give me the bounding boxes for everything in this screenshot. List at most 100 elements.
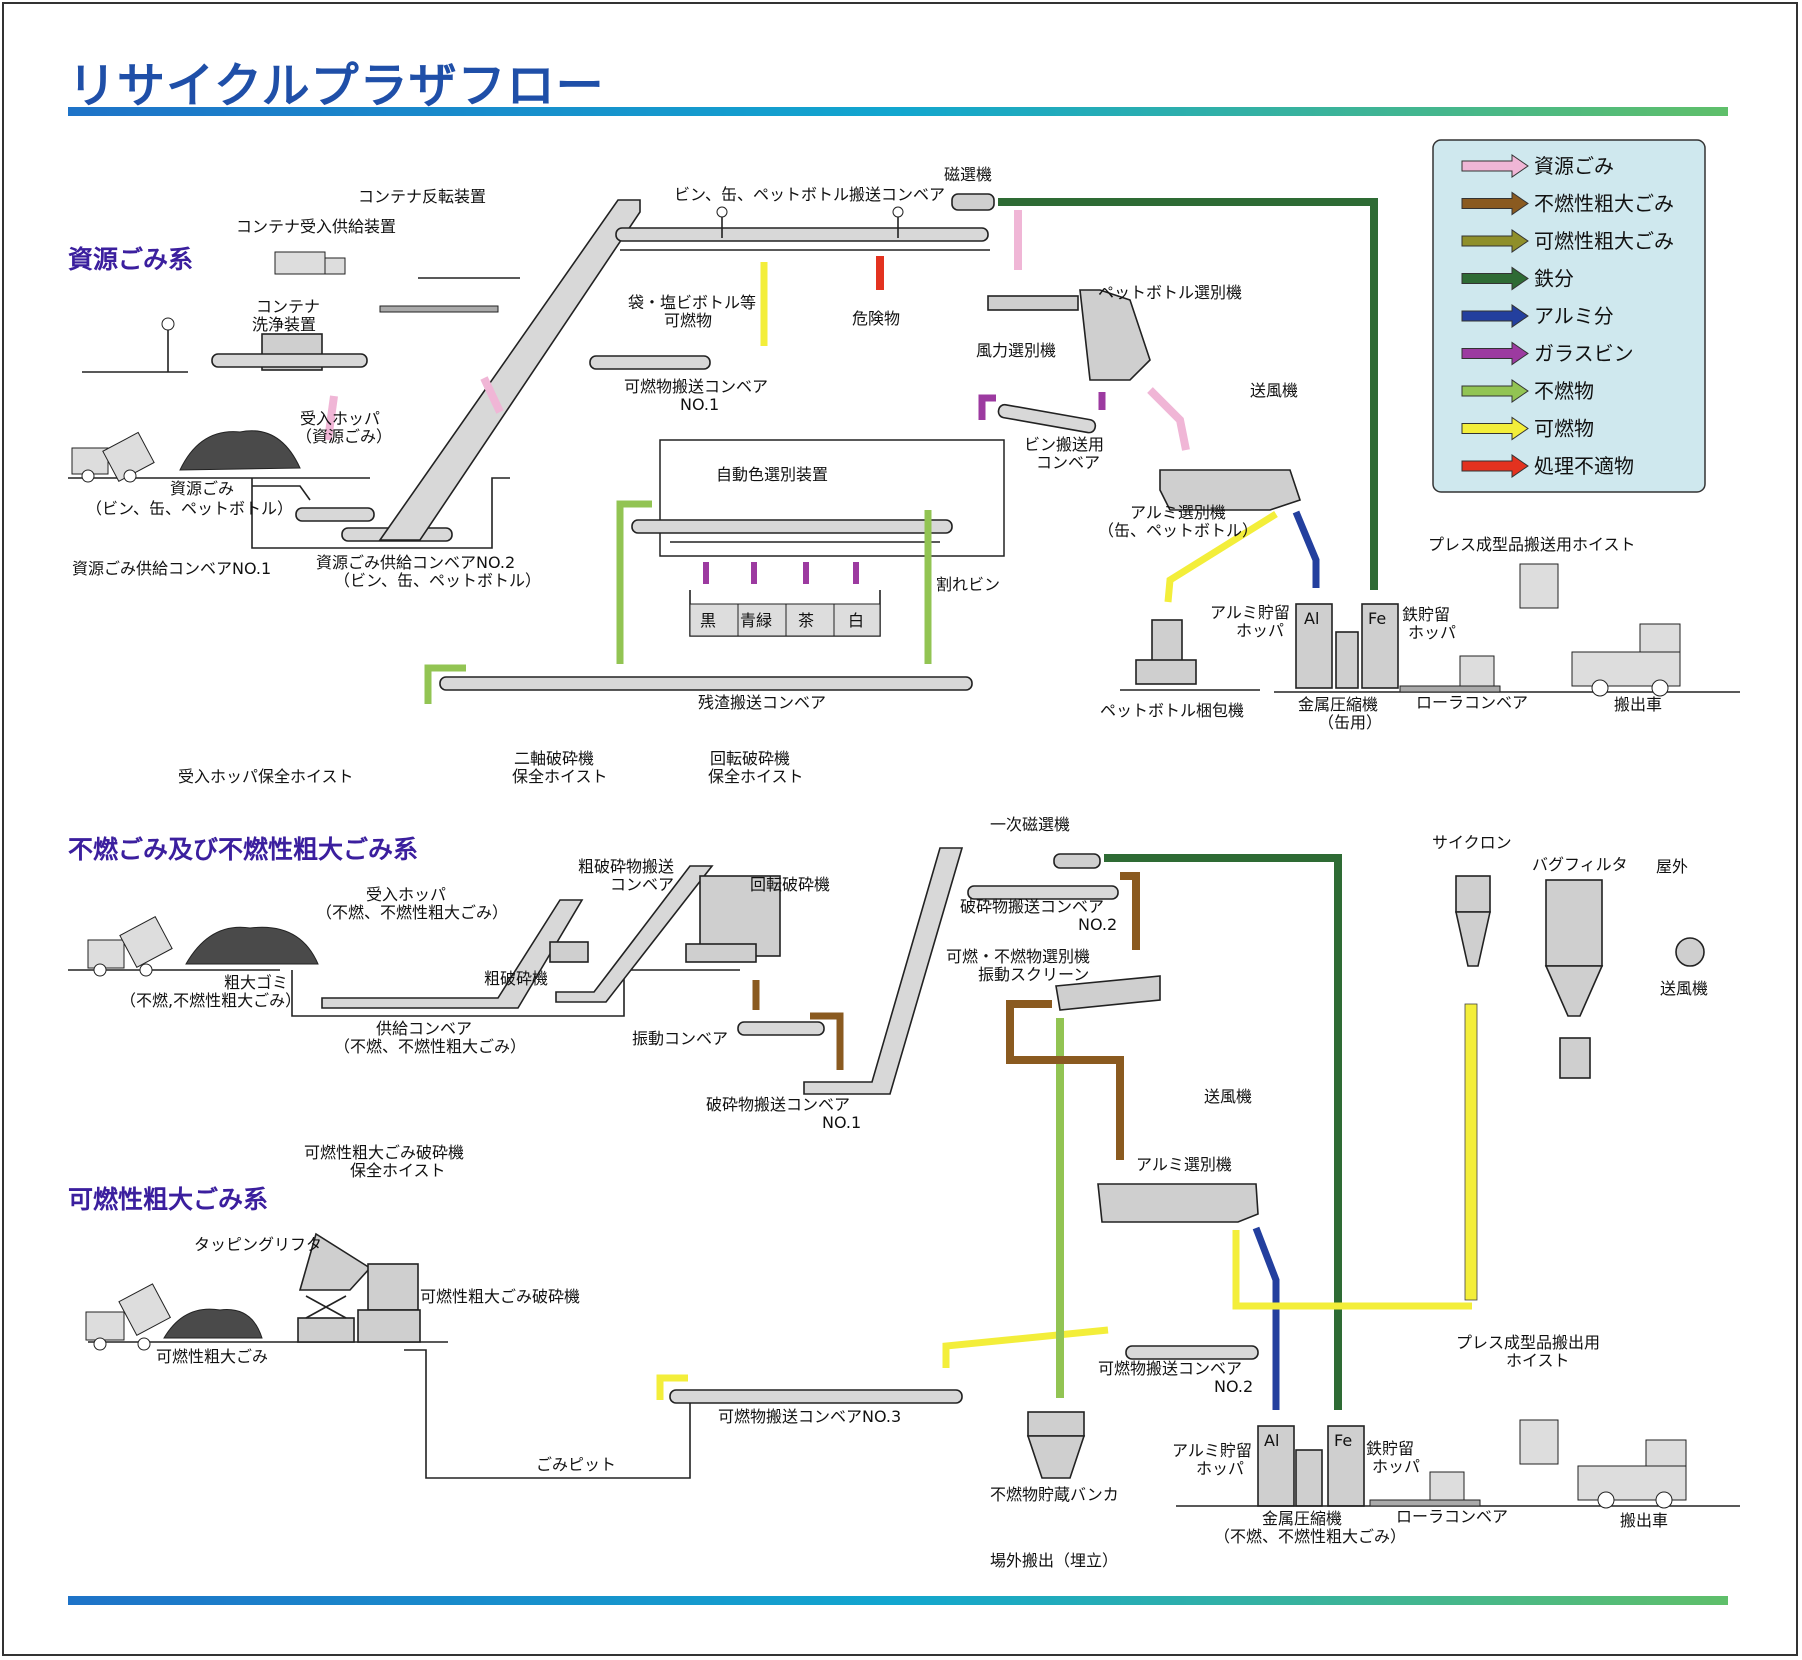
rotary-crusher xyxy=(685,875,781,963)
label-hopper-nb-2: （不燃、不燃性粗大ごみ） xyxy=(316,903,508,922)
label-alu-sorter1-1: アルミ選別機 xyxy=(1130,503,1226,522)
label-alu-hopper1-1: アルミ貯留 xyxy=(1210,603,1290,622)
label-roller1: ローラコンベア xyxy=(1416,693,1528,712)
label-comb-conv3: 可燃物搬送コンベアNO.3 xyxy=(718,1407,901,1426)
blower-2 xyxy=(1675,937,1705,967)
resource-conveyor-no1 xyxy=(295,507,375,522)
label-comb-crusher: 可燃性粗大ごみ破砕機 xyxy=(420,1287,580,1306)
label-hazard: 危険物 xyxy=(852,309,900,328)
label-res-waste-2: （ビン、缶、ペットボトル） xyxy=(86,499,293,518)
label-outdoor: 屋外 xyxy=(1656,857,1688,876)
label-pet-press: ペットボトル梱包機 xyxy=(1100,701,1244,720)
vibrating-conveyor xyxy=(737,1021,825,1036)
pet-sorter xyxy=(1079,289,1151,381)
label-truck-out-1: 搬出車 xyxy=(1614,695,1662,714)
label-bottle-conveyor: ビン、缶、ペットボトル搬送コンベア xyxy=(674,185,945,204)
legend-arrow-icon xyxy=(1461,454,1529,478)
residue-conveyor xyxy=(439,676,973,691)
label-res-conv2-2: （ビン、缶、ペットボトル） xyxy=(334,571,541,590)
label-coarse-conv-1: 粗破砕物搬送 xyxy=(578,857,674,876)
label-container-wash-2: 洗浄装置 xyxy=(252,315,316,334)
legend-arrow-icon xyxy=(1461,379,1529,403)
label-al-2: Al xyxy=(1264,1431,1279,1450)
legend-label: ガラスビン xyxy=(1534,342,1634,366)
label-truck-out-2: 搬出車 xyxy=(1620,1511,1668,1530)
label-glass-brown: 茶 xyxy=(798,611,814,630)
label-broken: 割れビン xyxy=(936,575,1000,594)
label-landfill: 場外搬出（埋立） xyxy=(990,1551,1118,1570)
label-hoist-comb-2: 保全ホイスト xyxy=(350,1161,446,1180)
iron-flow-1 xyxy=(998,198,1378,590)
label-hopper-nb-1: 受入ホッパ xyxy=(366,885,446,904)
legend-arrow-icon xyxy=(1461,229,1529,253)
truck-out-1 xyxy=(1571,623,1681,697)
label-pet-sorter: ペットボトル選別機 xyxy=(1098,283,1242,302)
label-bottle-transport-2: コンベア xyxy=(1036,453,1100,472)
incline-conveyor xyxy=(378,199,641,541)
label-vib-conv: 振動コンベア xyxy=(632,1029,728,1048)
label-cyclone: サイクロン xyxy=(1432,833,1512,852)
label-bag-1: 袋・塩ビボトル等 xyxy=(628,293,756,312)
label-alu-hopper2-1: アルミ貯留 xyxy=(1172,1441,1252,1460)
label-rot-crusher: 回転破砕機 xyxy=(750,875,830,894)
dump-truck-icon xyxy=(87,916,173,977)
label-magnet: 磁選機 xyxy=(944,165,992,184)
label-press2-1: 金属圧縮機 xyxy=(1262,1509,1342,1528)
label-hoist-rot-2: 保全ホイスト xyxy=(708,767,804,786)
feed-conveyor xyxy=(321,899,584,1009)
truck-out-2 xyxy=(1577,1439,1687,1509)
label-al-1: Al xyxy=(1304,609,1319,628)
legend-item: 可燃性粗大ごみ xyxy=(1461,229,1674,253)
label-hoist-press1: プレス成型品搬送用ホイスト xyxy=(1428,535,1636,554)
label-hoist-press2-2: ホイスト xyxy=(1506,1351,1570,1370)
legend-arrow-icon xyxy=(1461,191,1529,216)
labels: コンテナ反転装置 コンテナ受入供給装置 コンテナ 洗浄装置 ビン、缶、ペットボト… xyxy=(72,165,1708,1570)
iron-flow-2 xyxy=(1104,854,1342,1410)
label-bunker: 不燃物貯蔵バンカ xyxy=(990,1485,1119,1504)
flow-arrows xyxy=(324,198,1472,1410)
legend-label: 可燃性粗大ごみ xyxy=(1534,229,1674,253)
label-hoist-press2-1: プレス成型品搬出用 xyxy=(1456,1333,1600,1352)
label-glass-white: 白 xyxy=(848,611,864,630)
label-comb-conv2-1: 可燃物搬送コンベア xyxy=(1098,1359,1242,1378)
glass-bins xyxy=(689,603,881,637)
alu-flow-1 xyxy=(1292,510,1320,588)
label-press1-2: （缶用） xyxy=(1318,713,1382,732)
legend-item: 不燃性粗大ごみ xyxy=(1461,191,1674,216)
label-fe-hopper2-2: ホッパ xyxy=(1372,1457,1420,1476)
label-feed-conv-2: （不燃、不燃性粗大ごみ） xyxy=(334,1037,526,1056)
label-alu-hopper2-2: ホッパ xyxy=(1196,1459,1244,1478)
label-hopper-res-2: （資源ごみ） xyxy=(296,427,392,446)
combustible-crusher xyxy=(357,1263,421,1343)
bag-filter xyxy=(1544,879,1604,1079)
label-hoist-rot-1: 回転破砕機 xyxy=(710,749,790,768)
dump-truck-icon xyxy=(71,431,155,483)
label-wind-sorter: 風力選別機 xyxy=(976,341,1056,360)
system-title-combustible: 可燃性粗大ごみ系 xyxy=(68,1185,268,1214)
legend-box xyxy=(1432,139,1706,493)
label-bag-2: 可燃物 xyxy=(664,311,712,330)
label-glass-blue: 青緑 xyxy=(740,611,772,630)
label-screen-1: 可燃・不燃物選別機 xyxy=(946,947,1090,966)
label-glass-black: 黒 xyxy=(700,611,716,630)
legend-label: 可燃物 xyxy=(1534,417,1594,441)
legend-label: 不燃性粗大ごみ xyxy=(1534,192,1674,216)
system-title-resource: 資源ごみ系 xyxy=(68,245,193,274)
label-bottle-transport-1: ビン搬送用 xyxy=(1024,435,1104,454)
legend-arrow-icon xyxy=(1461,341,1529,366)
label-press1-1: 金属圧縮機 xyxy=(1298,695,1378,714)
label-screen-2: 振動スクリーン xyxy=(978,965,1089,984)
label-fe-2: Fe xyxy=(1334,1431,1352,1450)
label-res-conv1: 資源ごみ供給コンベアNO.1 xyxy=(72,559,271,578)
label-hoist-hopper: 受入ホッパ保全ホイスト xyxy=(178,767,354,786)
label-fe-hopper2-1: 鉄貯留 xyxy=(1366,1439,1414,1458)
label-hoist-comb-1: 可燃性粗大ごみ破砕機 xyxy=(304,1143,464,1162)
legend-item: 可燃物 xyxy=(1461,417,1594,441)
page-title: リサイクルプラザフロー xyxy=(68,58,605,114)
label-comb-bulky: 可燃性粗大ごみ xyxy=(156,1347,268,1366)
label-press2-2: （不燃、不燃性粗大ごみ） xyxy=(1214,1527,1406,1546)
vibrating-screen xyxy=(1055,975,1161,1011)
